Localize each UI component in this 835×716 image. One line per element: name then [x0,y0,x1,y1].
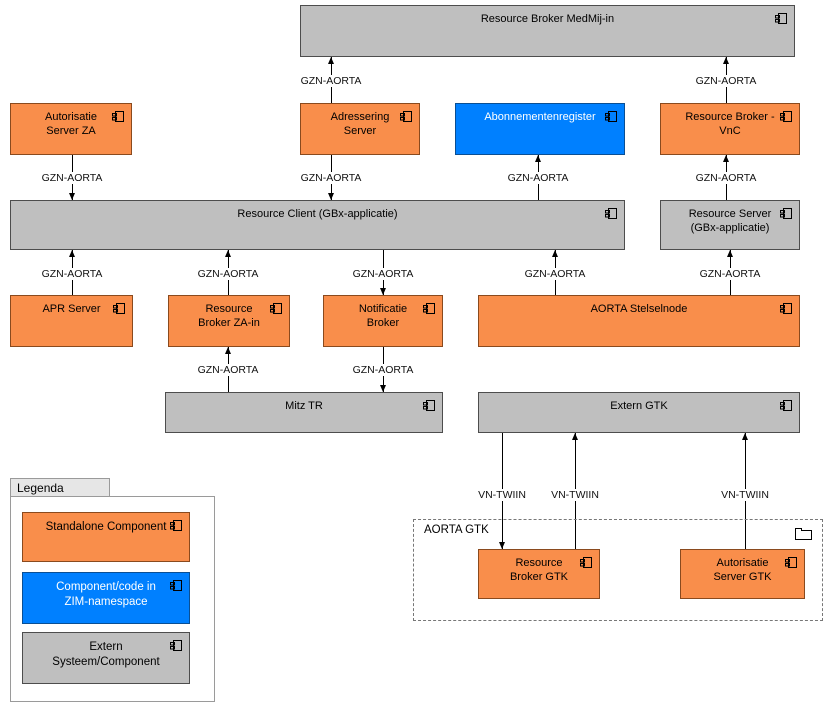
node-label: Autorisatie Server GTK [713,557,772,583]
legend-item[interactable]: Component/code in ZIM-namespace [22,572,190,624]
connector-label: VN-TWIIN [719,489,771,501]
legend-item-label: Standalone Component [45,521,167,533]
connector-arrowhead [723,57,729,64]
legend-item[interactable]: Extern Systeem/Component [22,632,190,684]
node-label: Notificatie Broker [358,303,408,329]
connector-label: GZN-AORTA [693,172,759,184]
connector-arrowhead [535,155,541,162]
node-autorisatie-server-za[interactable]: Autorisatie Server ZA [10,103,132,155]
uml-component-icon [785,557,797,568]
node-adressering-server[interactable]: Adressering Server [300,103,420,155]
connector-arrowhead [225,250,231,257]
folder-icon [795,528,812,540]
node-resource-server[interactable]: Resource Server (GBx-applicatie) [660,200,800,250]
node-label: Resource Server (GBx-applicatie) [688,208,772,234]
connector-arrowhead [225,347,231,354]
connector-arrowhead [380,385,386,392]
connector-arrowhead [742,433,748,440]
uml-component-icon [170,580,182,591]
uml-component-icon [775,13,787,24]
node-label: Resource Broker MedMij-in [480,13,615,25]
group-title: AORTA GTK [422,524,491,536]
connector-label: VN-TWIIN [476,489,528,501]
connector-label: GZN-AORTA [350,364,416,376]
uml-component-icon [780,111,792,122]
uml-component-icon [580,557,592,568]
node-label: Resource Broker GTK [509,557,569,583]
connector-arrowhead [499,542,505,549]
node-resource-broker-vnc[interactable]: Resource Broker - VnC [660,103,800,155]
uml-component-icon [400,111,412,122]
connector-label: GZN-AORTA [505,172,571,184]
node-abonnementenregister[interactable]: Abonnementenregister [455,103,625,155]
connector-label: VN-TWIIN [549,489,601,501]
connector-label: GZN-AORTA [298,172,364,184]
connector-label: GZN-AORTA [39,172,105,184]
node-mitz-tr[interactable]: Mitz TR [165,392,443,433]
node-rb-medmij[interactable]: Resource Broker MedMij-in [300,5,795,57]
node-aorta-stelselnode[interactable]: AORTA Stelselnode [478,295,800,347]
connector-arrowhead [572,433,578,440]
connector-arrowhead [552,250,558,257]
connector-label: GZN-AORTA [693,75,759,87]
node-label: Extern GTK [610,400,668,412]
connector-arrowhead [380,288,386,295]
connector-arrowhead [69,250,75,257]
group-aorta-gtk[interactable]: AORTA GTK [413,519,823,621]
connector-arrowhead [69,193,75,200]
node-label: Autorisatie Server ZA [45,111,97,137]
node-label: Adressering Server [330,111,390,137]
uml-component-icon [780,208,792,219]
connector-arrowhead [328,57,334,64]
connector-arrowhead [727,250,733,257]
uml-component-icon [112,111,124,122]
node-label: Mitz TR [285,400,323,412]
uml-component-icon [170,640,182,651]
connector-label: GZN-AORTA [39,268,105,280]
node-notificatie-broker[interactable]: Notificatie Broker [323,295,443,347]
node-apr-server[interactable]: APR Server [10,295,133,347]
connector-label: GZN-AORTA [195,268,261,280]
connector-label: GZN-AORTA [350,268,416,280]
connector-label: GZN-AORTA [298,75,364,87]
node-extern-gtk[interactable]: Extern GTK [478,392,800,433]
connector-label: GZN-AORTA [195,364,261,376]
uml-component-icon [605,111,617,122]
node-label: AORTA Stelselnode [590,303,688,315]
node-label: Resource Broker ZA-in [198,303,260,329]
connector-arrowhead [328,193,334,200]
connector-arrowhead [723,155,729,162]
uml-component-icon [780,400,792,411]
node-resource-client[interactable]: Resource Client (GBx-applicatie) [10,200,625,250]
node-label: Abonnementenregister [484,111,596,123]
uml-component-icon [423,303,435,314]
uml-component-icon [170,520,182,531]
node-label: APR Server [42,303,101,315]
node-resource-broker-za-in[interactable]: Resource Broker ZA-in [168,295,290,347]
legend-item-label: Component/code in ZIM-namespace [56,581,156,608]
node-label: Resource Client (GBx-applicatie) [237,208,398,220]
node-autorisatie-server-gtk[interactable]: Autorisatie Server GTK [680,549,805,599]
legend-item-label: Extern Systeem/Component [52,641,160,668]
uml-component-icon [113,303,125,314]
legend-item[interactable]: Standalone Component [22,512,190,562]
uml-component-icon [423,400,435,411]
node-resource-broker-gtk[interactable]: Resource Broker GTK [478,549,600,599]
uml-component-icon [605,208,617,219]
node-label: Resource Broker - VnC [685,111,775,137]
uml-component-icon [780,303,792,314]
connector-label: GZN-AORTA [522,268,588,280]
legend-title: Legenda [10,478,110,497]
connector-label: GZN-AORTA [697,268,763,280]
uml-component-icon [270,303,282,314]
